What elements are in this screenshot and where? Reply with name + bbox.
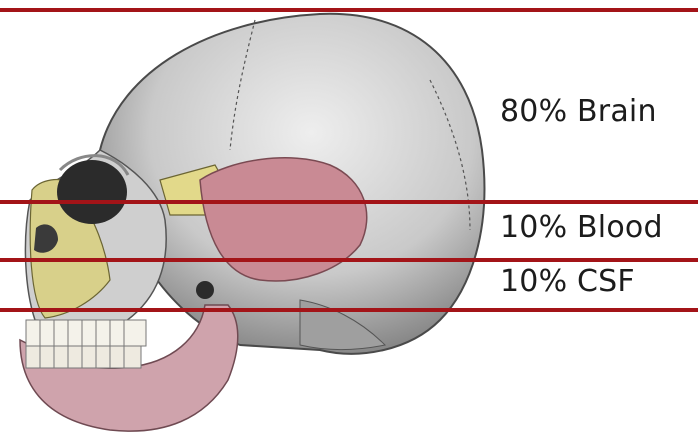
label-csf: 10% CSF <box>500 264 635 299</box>
label-brain: 80% Brain <box>500 94 657 129</box>
divider-line-blood-csf <box>0 258 698 262</box>
orbit <box>57 160 127 224</box>
label-blood: 10% Blood <box>500 210 663 245</box>
teeth-upper <box>26 320 146 346</box>
divider-line-bottom <box>0 308 698 312</box>
divider-line-top <box>0 8 698 12</box>
divider-line-brain-blood <box>0 200 698 204</box>
auditory-meatus <box>196 281 214 299</box>
